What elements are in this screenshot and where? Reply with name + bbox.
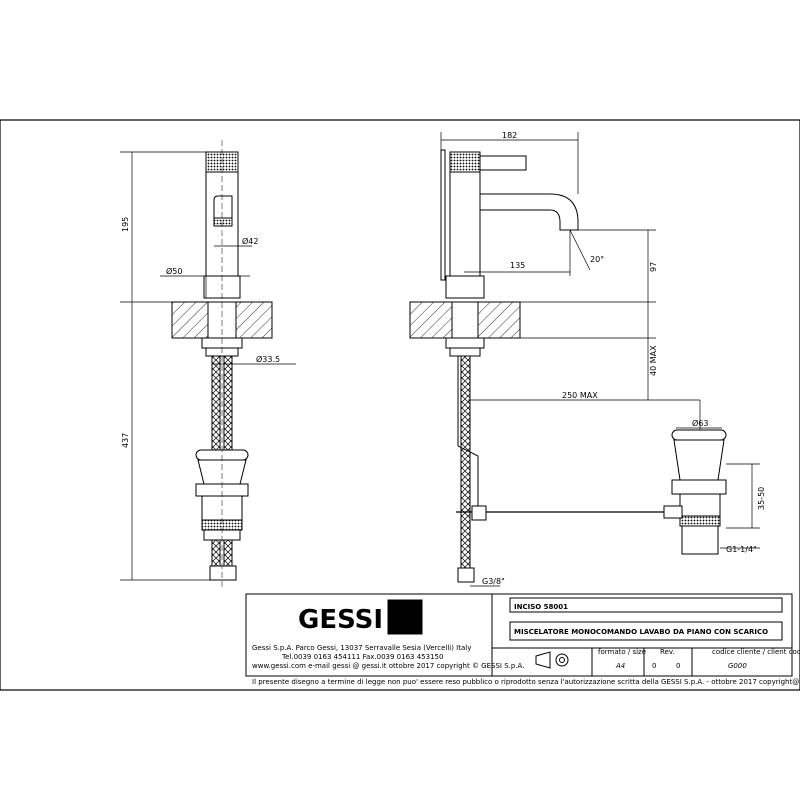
- company-web: www.gessi.com e-mail gessi @ gessi.it ot…: [252, 662, 524, 670]
- front-dimensions: [120, 151, 296, 581]
- client-code-value: G000: [728, 662, 747, 670]
- gessi-logo: GESSI: [298, 605, 383, 635]
- side-spout: [479, 193, 579, 231]
- side-flex-hose: [460, 355, 471, 571]
- logo-square: [387, 599, 423, 635]
- popup-linkage: [457, 356, 479, 516]
- format-label: formato / size: [598, 648, 646, 656]
- rev-value-1: 0: [652, 662, 656, 670]
- description-box: [509, 621, 783, 641]
- dim-dia-42: Ø42: [242, 236, 258, 246]
- hose-connector: [209, 565, 237, 581]
- side-handle-knurl: [449, 151, 481, 173]
- dim-height-97: 97: [649, 262, 658, 272]
- aerator: [213, 217, 233, 227]
- legal-disclaimer: Il presente disegno a termine di legge n…: [252, 678, 800, 686]
- dim-thread-g1-14: G1-1/4": [726, 545, 757, 554]
- dim-angle-20: 20°: [590, 255, 604, 264]
- dim-max-40: 40 MAX: [649, 345, 658, 376]
- dim-max-250: 250 MAX: [562, 391, 598, 400]
- side-waste-cap: [671, 429, 727, 441]
- product-description: MISCELATORE MONOCOMANDO LAVABO DA PIANO …: [514, 628, 768, 636]
- side-waste-body: [681, 525, 719, 555]
- title-block: [245, 593, 793, 677]
- dim-height-top: 195: [121, 217, 130, 232]
- popup-rod: [440, 149, 446, 281]
- sheet-frame: [0, 119, 800, 691]
- product-name: INCISO 58001: [514, 603, 568, 611]
- handle-lever: [479, 155, 527, 171]
- dim-height-total: 437: [121, 433, 130, 448]
- dim-dia-63: Ø63: [692, 418, 708, 428]
- dim-width-182: 182: [502, 131, 517, 140]
- rev-label: Rev.: [660, 648, 675, 656]
- dim-dia-50: Ø50: [166, 266, 182, 276]
- rev-value-2: 0: [676, 662, 680, 670]
- dim-range-35-50: 35-50: [757, 487, 766, 510]
- waste-body: [201, 495, 243, 521]
- company-phone: Tel.0039 0163 454111 Fax.0039 0163 45315…: [281, 653, 443, 661]
- dim-spout-135: 135: [510, 261, 525, 270]
- side-view: [409, 149, 727, 583]
- side-dimensions: [440, 132, 760, 587]
- dim-thread-g3-8: G3/8": [482, 577, 505, 586]
- dim-dia-33-5: Ø33.5: [256, 354, 280, 364]
- company-address: Gessi S.p.A. Parco Gessi, 13037 Serraval…: [252, 644, 471, 652]
- product-box: [509, 597, 783, 613]
- client-code-label: codice cliente / client code: [712, 648, 800, 656]
- side-faucet-body: [449, 151, 481, 299]
- front-view: [171, 140, 273, 590]
- format-value: A4: [615, 662, 625, 670]
